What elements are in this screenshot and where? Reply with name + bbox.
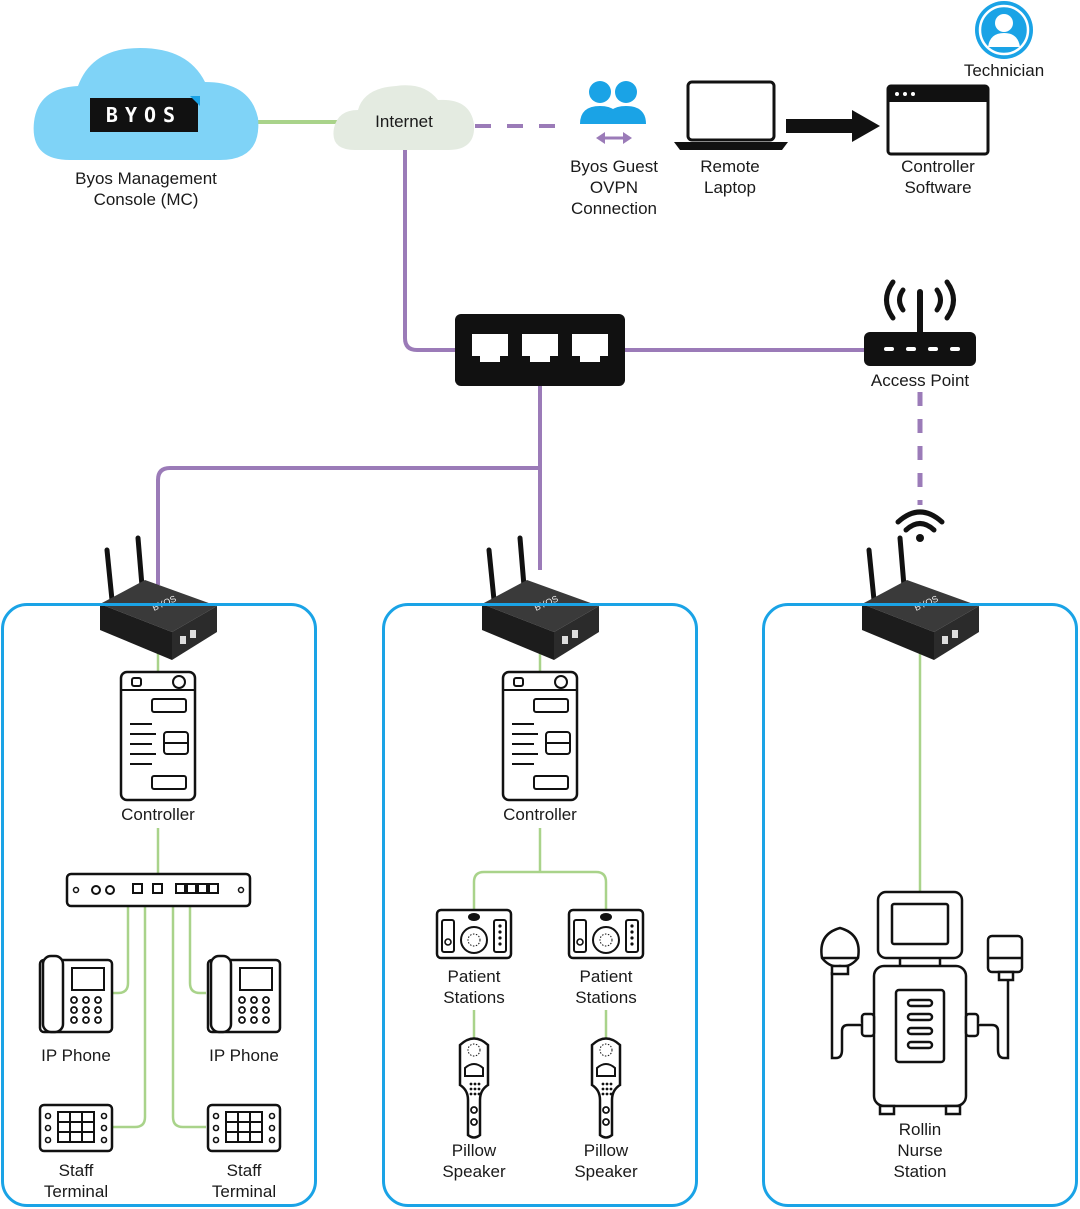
guest-users-icon [580, 81, 646, 124]
laptop-icon [674, 80, 788, 150]
controller-device-icon [501, 670, 579, 802]
link-internet-switch [403, 148, 458, 352]
staff-terminal-icon [38, 1103, 114, 1153]
technician-label: Technician [963, 61, 1045, 80]
internet-label: Internet [375, 112, 433, 131]
pillow-speaker-label: Pillow Speaker [574, 1141, 638, 1181]
staff-terminal-label: Staff Terminal [43, 1161, 109, 1201]
controller-software-label: Controller Software [901, 157, 975, 197]
ip-phone-label: IP Phone [209, 1046, 279, 1065]
link-trunk-gateway-1 [156, 466, 540, 585]
software-window-icon [886, 84, 990, 156]
byos-logo: BYOS [106, 103, 182, 127]
patient-station-label: Patient Stations [443, 967, 505, 1007]
rollin-nurse-station-label: Rollin Nurse Station [893, 1120, 947, 1181]
internet-cloud-icon [333, 85, 475, 150]
staff-terminal-label: Staff Terminal [211, 1161, 277, 1201]
pillow-speaker-icon [590, 1037, 622, 1139]
controller-device-icon [119, 670, 197, 802]
patient-station-label: Patient Stations [575, 967, 637, 1007]
network-switch-icon [455, 314, 625, 386]
technician-icon [975, 1, 1033, 59]
rollin-nurse-station-icon [820, 890, 1024, 1116]
arrow-right-icon [786, 110, 880, 142]
byos-cloud-icon: BYOS [33, 48, 259, 160]
staff-terminal-icon [206, 1103, 282, 1153]
ip-phone-label: IP Phone [41, 1046, 111, 1065]
laptop-label: Remote Laptop [700, 157, 760, 197]
patient-station-icon [435, 908, 513, 960]
ip-phone-icon [206, 954, 282, 1034]
patient-station-icon [567, 908, 645, 960]
gateway-router-icon [862, 538, 979, 660]
controller-label: Controller [503, 805, 577, 824]
access-point-icon [864, 279, 976, 366]
wifi-signal-icon [898, 512, 942, 542]
ip-phone-icon [38, 954, 114, 1034]
bidirectional-arrow-icon [596, 132, 632, 144]
pillow-speaker-icon [458, 1037, 490, 1139]
ethernet-switch-icon [65, 872, 252, 908]
guest-connection-label: Byos Guest OVPN Connection [570, 157, 658, 218]
access-point-label: Access Point [870, 371, 970, 390]
controller-label: Controller [121, 805, 195, 824]
mc-label: Byos Management Console (MC) [75, 169, 217, 209]
pillow-speaker-label: Pillow Speaker [442, 1141, 506, 1181]
